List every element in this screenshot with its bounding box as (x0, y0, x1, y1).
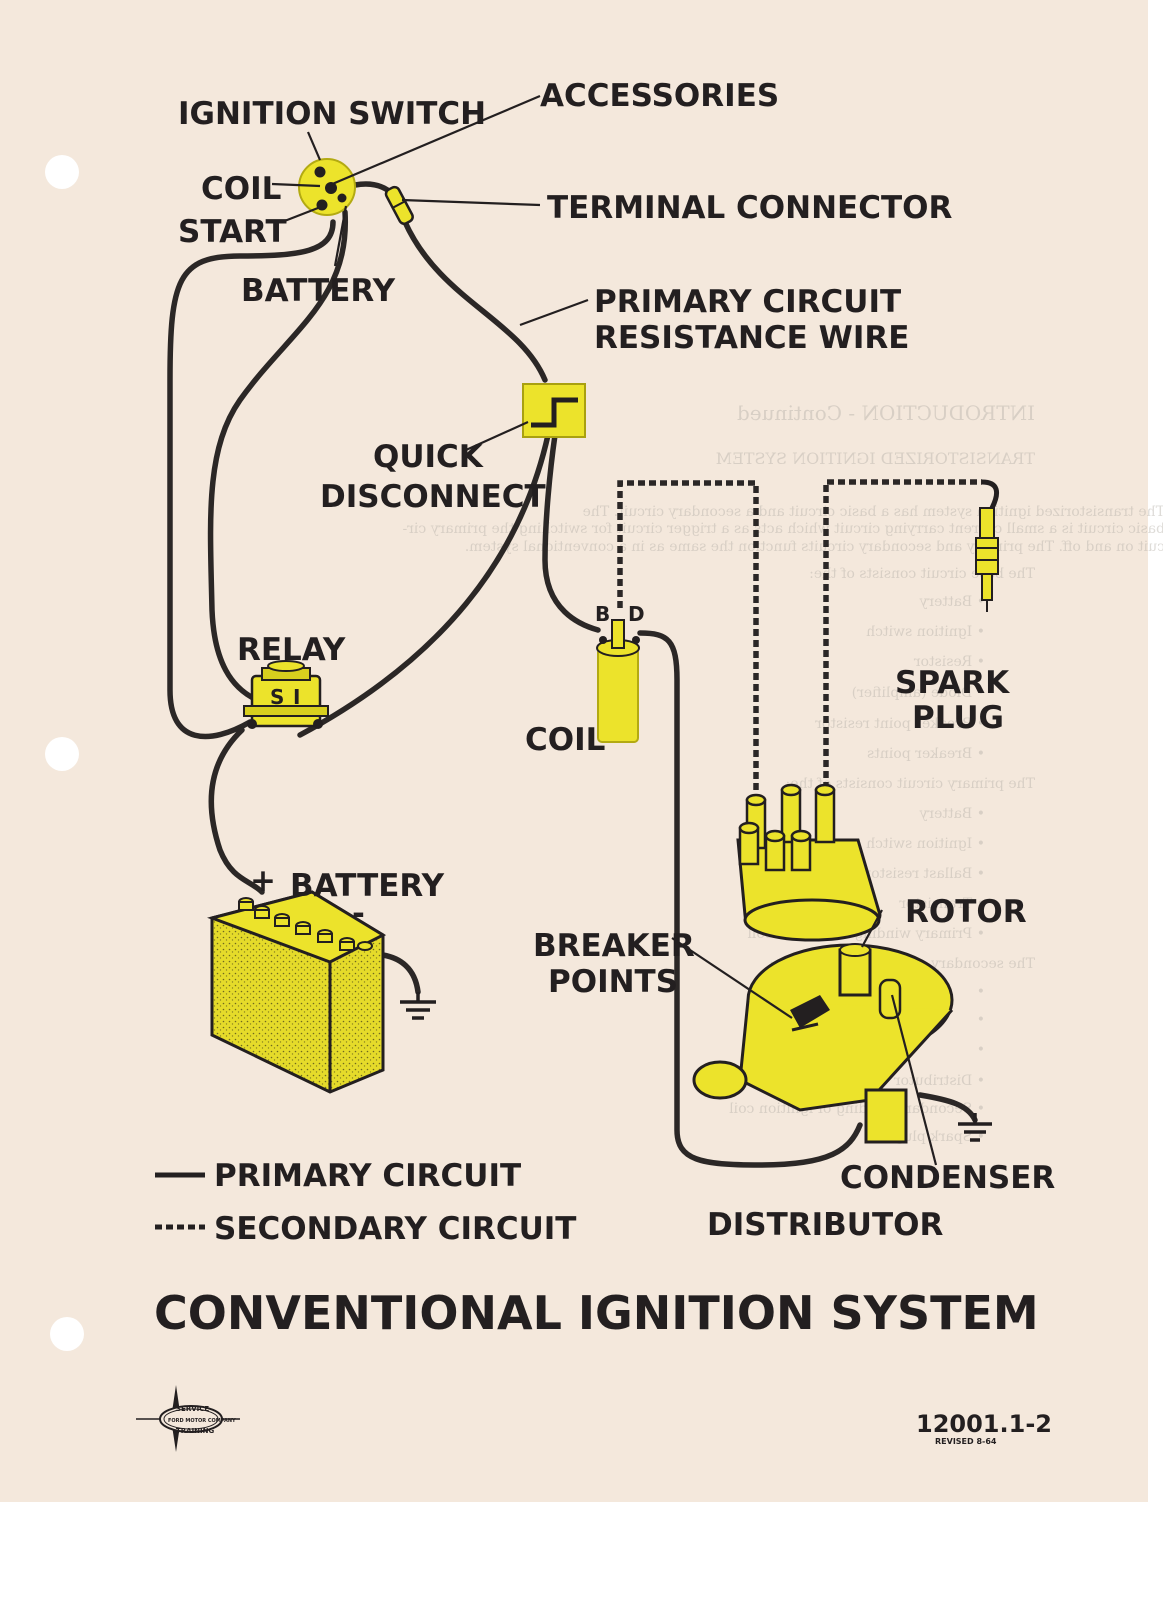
ignition-switch (298, 158, 356, 216)
secondary-wires (617, 479, 982, 800)
coil-to-distributor-wire (637, 630, 863, 1168)
relay-label: RELAY (237, 632, 346, 668)
label-pointers (271, 94, 938, 1166)
primary-wires (167, 181, 978, 1168)
bleed-line: basic circuit is a small current carryin… (402, 521, 1163, 537)
battery-label: BATTERY (290, 868, 445, 904)
logo-text-middle: FORD MOTOR COMPANY (168, 1418, 236, 1424)
coil-terminal-label: COIL (201, 171, 281, 207)
relay-s-terminal: S (270, 685, 284, 709)
terminal-connector-label: TERMINAL CONNECTOR (547, 190, 952, 226)
resistance-wire (402, 219, 548, 383)
punch-hole-top (45, 155, 79, 189)
coil-b-terminal: B (595, 602, 610, 626)
bleed-line: • Spark plugs (887, 1129, 985, 1145)
revised-date: REVISED 8-64 (935, 1437, 997, 1446)
breaker-points-label-2: POINTS (548, 964, 678, 1000)
distributor-ground-icon (958, 1113, 992, 1142)
ignition-switch-label: IGNITION SWITCH (178, 96, 486, 132)
punch-hole-middle (45, 737, 79, 771)
relay-to-battery-wire (208, 727, 265, 895)
bleed-line: • Distributor (894, 1073, 985, 1089)
paper-sheet (0, 0, 1148, 1502)
bleed-line: • (977, 1042, 985, 1058)
bleed-line: The primary circuit consists of the: (786, 776, 1035, 792)
legend: PRIMARY CIRCUIT SECONDARY CIRCUIT (155, 1158, 576, 1247)
distributor-cap (736, 783, 882, 942)
bleed-line: • Ignition switch (866, 624, 985, 640)
battery-minus-label: - (352, 896, 365, 932)
quick-to-coil-wire (542, 432, 601, 633)
bleed-line: • (977, 1012, 985, 1028)
battery-plus-label: + (250, 863, 276, 899)
quick-disconnect-label-1: QUICK (373, 439, 484, 475)
bleed-line: • Breaker points (867, 746, 985, 762)
quick-disconnect (522, 383, 586, 438)
spark-plug-label-1: SPARK (895, 665, 1010, 701)
bleed-line: • Battery (919, 806, 985, 822)
bleed-line: The transistorized ignition system has a… (583, 504, 1163, 520)
rotor-label: ROTOR (905, 894, 1027, 930)
start-label: START (178, 214, 287, 250)
punch-hole-bottom (50, 1317, 84, 1351)
battery-ground-wire (380, 952, 421, 995)
document-number: 12001.1-2 (916, 1410, 1052, 1438)
bleed-line: • Ballast resistor (864, 866, 985, 882)
ford-service-training-logo: SERVICE FORD MOTOR COMPANY TRAINING (136, 1385, 240, 1452)
bleed-line: • Battery (919, 594, 985, 610)
distributor-label: DISTRIBUTOR (707, 1207, 943, 1243)
starter-relay: S I (243, 660, 329, 729)
bleed-line: • Diode (amplifier) (852, 685, 985, 701)
bleed-line: • Transistor (899, 896, 985, 912)
bleed-line: • Resistor (914, 654, 985, 670)
coil-to-cap-lead (617, 480, 759, 800)
legend-secondary-label: SECONDARY CIRCUIT (214, 1211, 576, 1247)
battery-ground-icon (400, 992, 436, 1020)
relay-i-terminal: I (293, 685, 300, 709)
quick-to-relay-wire (297, 432, 551, 738)
quick-disconnect-label-2: DISCONNECT (320, 479, 546, 515)
coil-label: COIL (525, 722, 605, 758)
breaker-points-label-1: BREAKER (533, 928, 695, 964)
component-labels: IGNITION SWITCH ACCESSORIES COIL START T… (178, 78, 1055, 1243)
distributor-ground-wire (917, 1092, 978, 1123)
accessories-label: ACCESSORIES (540, 78, 779, 114)
terminal-connector (384, 185, 414, 225)
spark-plug-label-2: PLUG (912, 700, 1004, 736)
bleed-line: • Breaker point resistor (815, 716, 985, 732)
battery (207, 890, 387, 1094)
page-title: CONVENTIONAL IGNITION SYSTEM (154, 1286, 1039, 1340)
spark-plug (975, 479, 1000, 612)
legend-primary-label: PRIMARY CIRCUIT (214, 1158, 521, 1194)
battery-feed-wire (207, 209, 348, 705)
bleed-heading: INTRODUCTION - Continued (737, 401, 1035, 425)
primary-resistance-label-2: RESISTANCE WIRE (594, 320, 909, 356)
battery-terminal-label: BATTERY (241, 273, 396, 309)
bleed-line: The base circuit consists of the: (809, 566, 1035, 582)
bleed-line: • (977, 984, 985, 1000)
logo-text-bottom: TRAINING (176, 1427, 215, 1435)
cap-to-plug-lead (823, 479, 982, 800)
primary-resistance-label-1: PRIMARY CIRCUIT (594, 284, 901, 320)
bleed-line: • Ignition switch (866, 836, 985, 852)
ignition-coil (596, 619, 640, 743)
coil-d-terminal: D (628, 602, 645, 626)
start-wire (167, 219, 336, 740)
bleed-line: cuit on and off. The primary and seconda… (465, 539, 1163, 555)
logo-text-top: SERVICE (176, 1405, 209, 1413)
condenser-label: CONDENSER (840, 1160, 1055, 1196)
bleed-subheading: TRANSISTORIZED IGNITION SYSTEM (716, 449, 1035, 468)
